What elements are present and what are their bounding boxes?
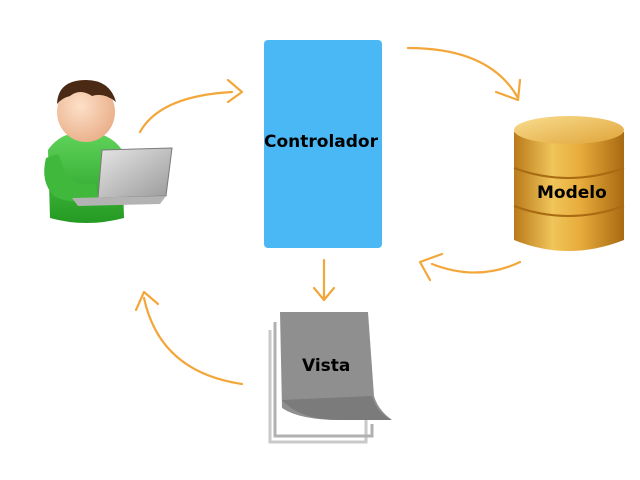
arrow-model-to-controller xyxy=(430,260,522,274)
arrow-controller-to-model-head xyxy=(494,78,522,102)
user-with-laptop-icon xyxy=(44,80,173,223)
controller-label: Controlador xyxy=(264,132,378,152)
arrow-user-to-controller xyxy=(138,90,234,134)
view-document-icon xyxy=(268,312,392,444)
controller-box xyxy=(264,40,382,248)
view-label: Vista xyxy=(302,356,351,376)
model-database-icon xyxy=(513,116,625,251)
arrow-model-to-controller-head xyxy=(418,252,444,282)
arrow-user-to-controller-head xyxy=(226,78,244,104)
arrow-view-to-user xyxy=(142,296,244,386)
arrow-controller-to-model xyxy=(406,46,520,100)
arrow-view-to-user-head xyxy=(134,290,160,312)
arrow-controller-to-view-head xyxy=(312,286,336,302)
model-label: Modelo xyxy=(537,183,607,203)
